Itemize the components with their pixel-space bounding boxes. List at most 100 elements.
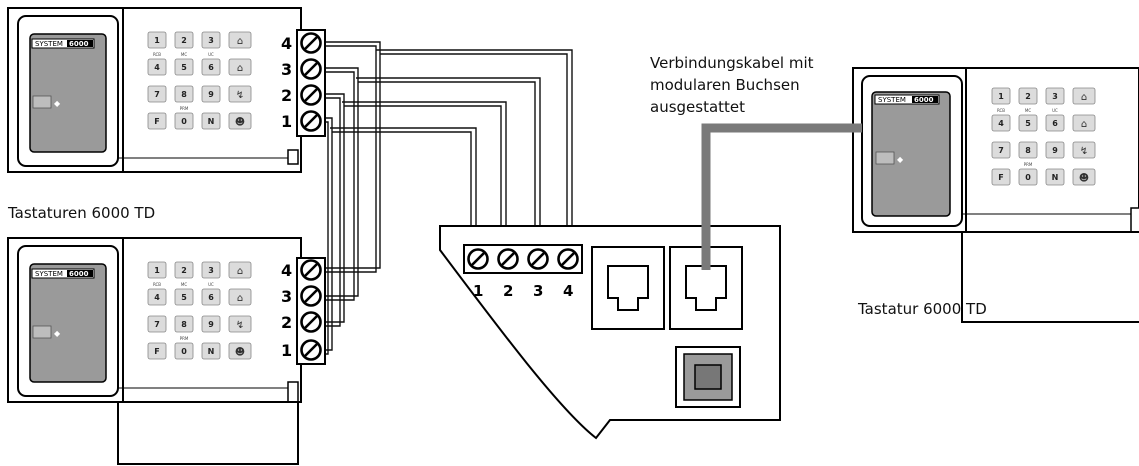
cable-caption-line2: modularen Buchsen — [650, 76, 800, 94]
keypad-key-label: 9 — [1052, 146, 1058, 155]
keypad-key — [1045, 168, 1065, 186]
terminal-label-1: 1 — [281, 112, 292, 131]
keypad-function-key — [1072, 141, 1096, 159]
keypad-function-key — [1072, 87, 1096, 105]
svg-text:6000: 6000 — [914, 96, 934, 104]
keypads-left-caption: Tastaturen 6000 TD — [7, 204, 155, 222]
keypad-key — [1018, 114, 1038, 132]
terminal-label-1: 1 — [281, 341, 292, 360]
keypad-function-icon: ↯ — [1080, 146, 1088, 157]
keypad-key — [147, 58, 167, 76]
keypad-key-sublabel: UC — [208, 52, 214, 57]
keypad-function-icon: ⌂ — [237, 36, 243, 47]
terminal-label-3: 3 — [281, 287, 292, 306]
svg-text:◆: ◆ — [897, 155, 904, 164]
keypad-key — [147, 112, 167, 130]
keypad-function-key — [1072, 114, 1096, 132]
keypad-key-label: 1 — [998, 92, 1004, 101]
keypad-key-label: 2 — [1025, 92, 1031, 101]
terminal-label-2: 2 — [281, 313, 292, 332]
terminal-block-bottom-left — [296, 257, 326, 365]
keypad-right: SYSTEM 6000 ◆ — [852, 67, 1139, 323]
keypad-function-icon: ☻ — [1079, 172, 1089, 184]
keypad-key-label: N — [208, 347, 215, 356]
keypad-function-icon: ⌂ — [237, 266, 243, 277]
keypad-key — [201, 261, 221, 279]
keypad-key — [147, 288, 167, 306]
keypad-key-sublabel: PRM — [180, 336, 189, 341]
keypad-key-sublabel: UC — [208, 282, 214, 287]
keypad-function-key — [228, 112, 252, 130]
keypad-key-sublabel: RCB — [153, 52, 161, 57]
keypad-key-label: F — [154, 117, 159, 126]
keypad-key-label: 8 — [181, 320, 187, 329]
panel-terminal-label-1: 1 — [473, 282, 483, 300]
keypad-key — [1045, 87, 1065, 105]
keypad-function-icon: ⌂ — [237, 63, 243, 74]
keypad-key — [201, 85, 221, 103]
panel-terminal-numbers: 1 2 3 4 — [473, 282, 573, 300]
keypad-key — [174, 112, 194, 130]
keypad-key-label: F — [998, 173, 1003, 182]
keypad-key-label: 1 — [154, 266, 160, 275]
keypad-key-label: 2 — [181, 36, 187, 45]
keypad-function-key — [228, 85, 252, 103]
keypad-right-caption: Tastatur 6000 TD — [857, 300, 987, 318]
keypad-key-sublabel: MC — [181, 52, 187, 57]
keypad-function-icon: ☻ — [235, 116, 245, 128]
keypad-key-sublabel: RCB — [153, 282, 161, 287]
keypad-key — [147, 261, 167, 279]
svg-text:SYSTEM: SYSTEM — [35, 270, 63, 278]
keypad-key-label: 6 — [1052, 119, 1058, 128]
keypad-function-key — [228, 261, 252, 279]
keypad-key-label: 9 — [208, 90, 214, 99]
keypad-key-label: 4 — [154, 293, 160, 302]
keypad-key — [174, 261, 194, 279]
keypad-function-key — [228, 31, 252, 49]
keypad-key — [174, 315, 194, 333]
keypad-function-icon: ☻ — [235, 346, 245, 358]
keypad-function-icon: ↯ — [236, 90, 244, 101]
cable-caption-line1: Verbindungskabel mit — [650, 54, 814, 72]
keypad-key-sublabel: RCB — [997, 108, 1005, 113]
keypad-key — [991, 141, 1011, 159]
keypad-key — [1018, 87, 1038, 105]
keypad-key-label: 0 — [181, 117, 187, 126]
keypad-function-icon: ⌂ — [1081, 92, 1087, 103]
keypad-key-label: 0 — [181, 347, 187, 356]
keypad-key-sublabel: PRM — [180, 106, 189, 111]
keypad-key-label: N — [208, 117, 215, 126]
keypad-key — [201, 31, 221, 49]
keypad-key-label: 7 — [154, 320, 160, 329]
keypad-key-label: 3 — [208, 266, 214, 275]
keypad-key — [147, 31, 167, 49]
keypad-key-label: 6 — [208, 293, 214, 302]
svg-text:◆: ◆ — [54, 329, 61, 338]
keypad-key-label: 5 — [181, 63, 187, 72]
keypad-function-key — [228, 315, 252, 333]
keypad-function-icon: ⌂ — [237, 293, 243, 304]
keypad-key — [147, 85, 167, 103]
keypad-key-label: 2 — [181, 266, 187, 275]
keypad-key — [991, 168, 1011, 186]
keypad-key — [201, 342, 221, 360]
svg-text:SYSTEM: SYSTEM — [35, 40, 63, 48]
keypad-key — [174, 58, 194, 76]
terminal-block-top-left — [296, 29, 326, 137]
keypad-function-icon: ↯ — [236, 320, 244, 331]
keypad-key-label: 4 — [998, 119, 1004, 128]
panel-terminal-label-4: 4 — [563, 282, 573, 300]
keypad-key-label: 6 — [208, 63, 214, 72]
terminal-label-4: 4 — [281, 34, 292, 53]
panel-terminal-label-2: 2 — [503, 282, 513, 300]
keypad-key-label: N — [1052, 173, 1059, 182]
keypad-key-sublabel: PRM — [1024, 162, 1033, 167]
keypad-key — [147, 342, 167, 360]
keypad-key-sublabel: UC — [1052, 108, 1058, 113]
terminal-numbers-top-left: 4 3 2 1 — [281, 34, 292, 131]
keypad-key — [201, 288, 221, 306]
keypad-key — [1018, 168, 1038, 186]
keypad-function-key — [1072, 168, 1096, 186]
keypad-key — [147, 315, 167, 333]
